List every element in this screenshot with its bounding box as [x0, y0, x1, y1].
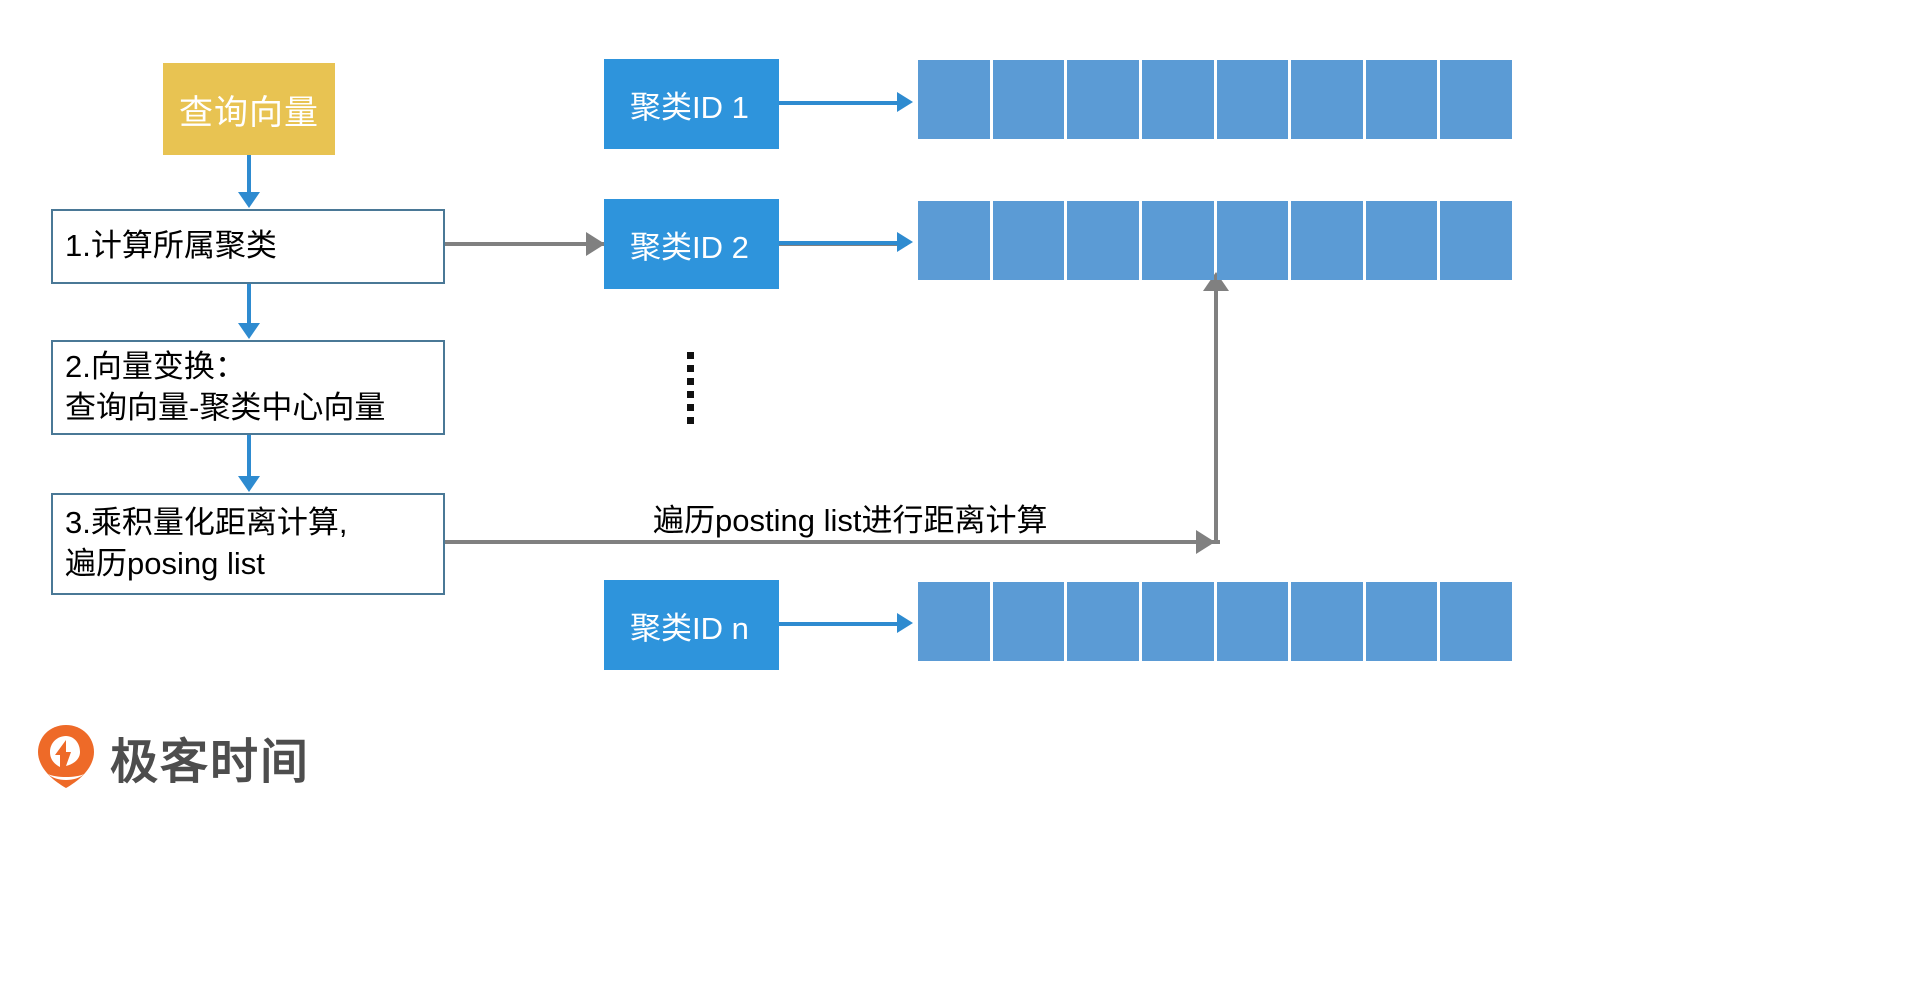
- posting-list-1[interactable]: [918, 60, 1512, 139]
- posting-cell[interactable]: [918, 582, 990, 661]
- posting-cell[interactable]: [1291, 201, 1363, 280]
- brand-logo: 极客时间: [36, 722, 310, 792]
- step-1-label: 1.计算所属聚类: [65, 228, 277, 264]
- cluster-2-label: 聚类ID 2: [630, 229, 749, 265]
- connector-cluster2-to-list: [779, 241, 901, 245]
- connector-step3-horizontal: [445, 540, 1220, 544]
- geekbang-logo-icon: [36, 724, 96, 790]
- posting-cell[interactable]: [1067, 201, 1139, 280]
- arrowhead-down-step2-icon: [238, 323, 260, 339]
- cluster-box-n[interactable]: 聚类ID n: [604, 580, 779, 670]
- connector-cluster1-to-list: [779, 101, 901, 105]
- arrowhead-right-cluster2-icon: [586, 232, 605, 256]
- step-box-3[interactable]: 3.乘积量化距离计算, 遍历posing list: [51, 493, 445, 595]
- ellipsis-dot: [687, 352, 694, 359]
- posting-cell[interactable]: [918, 201, 990, 280]
- traverse-caption: 遍历posting list进行距离计算: [653, 503, 1048, 538]
- ellipsis-dot: [687, 365, 694, 372]
- ellipsis-dot: [687, 378, 694, 385]
- posting-cell[interactable]: [1067, 582, 1139, 661]
- step-2-label: 2.向量变换： 查询向量-聚类中心向量: [65, 348, 386, 425]
- posting-cell[interactable]: [1365, 201, 1438, 280]
- posting-cell[interactable]: [992, 201, 1065, 280]
- ellipsis-dot: [687, 391, 694, 398]
- query-vector-box[interactable]: 查询向量: [163, 63, 335, 155]
- connector-step2-to-step3: [247, 435, 251, 483]
- brand-logo-text: 极客时间: [110, 736, 311, 789]
- ellipsis-dot: [687, 404, 694, 411]
- posting-cell[interactable]: [1141, 582, 1214, 661]
- cluster-box-2[interactable]: 聚类ID 2: [604, 199, 779, 289]
- arrowhead-down-step1-icon: [238, 192, 260, 208]
- connector-step3-vertical: [1214, 282, 1218, 542]
- posting-cell[interactable]: [1291, 582, 1363, 661]
- posting-cell[interactable]: [918, 60, 990, 139]
- cluster-box-1[interactable]: 聚类ID 1: [604, 59, 779, 149]
- connector-clustern-to-list: [779, 622, 901, 626]
- cluster-1-label: 聚类ID 1: [630, 89, 749, 125]
- arrowhead-down-step3-icon: [238, 476, 260, 492]
- step-3-label: 3.乘积量化距离计算, 遍历posing list: [65, 505, 348, 581]
- posting-cell[interactable]: [1365, 60, 1438, 139]
- posting-cell[interactable]: [1141, 60, 1214, 139]
- connector-query-to-step1: [247, 155, 251, 199]
- arrowhead-right-list2-icon: [897, 232, 913, 252]
- step-box-1[interactable]: 1.计算所属聚类: [51, 209, 445, 284]
- posting-cell[interactable]: [1291, 60, 1363, 139]
- posting-cell[interactable]: [1216, 201, 1289, 280]
- posting-list-n[interactable]: [918, 582, 1512, 661]
- arrowhead-right-list1-icon: [897, 92, 913, 112]
- posting-cell[interactable]: [1141, 201, 1214, 280]
- posting-cell[interactable]: [992, 582, 1065, 661]
- posting-cell[interactable]: [1365, 582, 1438, 661]
- posting-cell[interactable]: [1440, 201, 1512, 280]
- step-box-2[interactable]: 2.向量变换： 查询向量-聚类中心向量: [51, 340, 445, 435]
- posting-cell[interactable]: [1216, 60, 1289, 139]
- posting-list-2[interactable]: [918, 201, 1512, 280]
- ellipsis-dot: [687, 417, 694, 424]
- cluster-n-label: 聚类ID n: [630, 610, 749, 646]
- posting-cell[interactable]: [1440, 60, 1512, 139]
- arrowhead-right-traverse-icon: [1196, 530, 1215, 554]
- query-vector-label: 查询向量: [179, 93, 319, 132]
- posting-cell[interactable]: [1216, 582, 1289, 661]
- connector-step1-to-step2: [247, 284, 251, 330]
- posting-cell[interactable]: [1440, 582, 1512, 661]
- vertical-ellipsis-icon: [687, 352, 694, 424]
- posting-cell[interactable]: [992, 60, 1065, 139]
- arrowhead-right-listn-icon: [897, 613, 913, 633]
- posting-cell[interactable]: [1067, 60, 1139, 139]
